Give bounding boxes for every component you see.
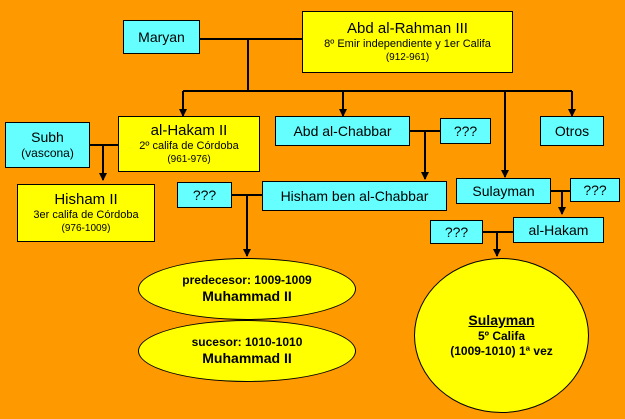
ellipse-line2: Muhammad II xyxy=(202,349,292,366)
node-al-hakam-label: al-Hakam xyxy=(528,221,589,238)
node-al-hakam-ii: al-Hakam II 2º califa de Córdoba (961-97… xyxy=(118,116,260,172)
node-hisham-ii: Hisham II 3er califa de Córdoba (976-100… xyxy=(17,184,155,242)
node-maryan: Maryan xyxy=(123,20,200,54)
node-name: Abd al-Rahman III xyxy=(347,20,468,38)
node-name: Subh xyxy=(31,129,64,146)
node-abd-al-chabbar-label: Abd al-Chabbar xyxy=(293,122,392,139)
node-unknown-2: ??? xyxy=(177,182,232,208)
ellipse-successor: sucesor: 1010-1010 Muhammad II xyxy=(138,320,356,382)
node-unknown-4: ??? xyxy=(430,220,483,244)
node-hisham-ben-al-chabbar-label: Hisham ben al-Chabbar xyxy=(280,187,429,204)
node-unknown-3: ??? xyxy=(570,178,620,202)
node-subh: Subh (vascona) xyxy=(5,122,90,168)
ellipse-dates: (1009-1010) 1ª vez xyxy=(450,344,553,359)
ellipse-line1: sucesor: 1010-1010 xyxy=(191,334,303,349)
node-unknown-4-label: ??? xyxy=(444,223,469,240)
ellipse-predecessor: predecesor: 1009-1009 Muhammad II xyxy=(138,258,356,320)
ellipse-sulayman-main: Sulayman 5º Califa (1009-1010) 1ª vez xyxy=(414,258,589,413)
node-abd-al-rahman-iii: Abd al-Rahman III 8º Emir independiente … xyxy=(302,11,513,73)
node-unknown-2-label: ??? xyxy=(192,186,217,203)
ellipse-line2: Muhammad II xyxy=(202,287,292,304)
node-name: al-Hakam II xyxy=(150,122,228,140)
node-unknown-3-label: ??? xyxy=(583,181,607,198)
node-unknown-1-label: ??? xyxy=(453,122,478,139)
node-title: 3er califa de Córdoba xyxy=(33,209,139,222)
node-sulayman-parent-label: Sulayman xyxy=(472,182,535,199)
node-unknown-1: ??? xyxy=(440,118,491,144)
ellipse-title: 5º Califa xyxy=(477,329,526,344)
node-abd-al-chabbar: Abd al-Chabbar xyxy=(275,116,410,146)
node-name: Hisham II xyxy=(54,191,118,209)
node-origin: (vascona) xyxy=(21,146,74,161)
ellipse-line1: predecesor: 1009-1009 xyxy=(182,272,312,287)
node-maryan-label: Maryan xyxy=(138,28,185,45)
node-dates: (912-961) xyxy=(385,51,430,63)
node-otros: Otros xyxy=(540,116,604,146)
node-sulayman-parent: Sulayman xyxy=(456,178,551,204)
node-otros-label: Otros xyxy=(554,122,590,139)
node-al-hakam: al-Hakam xyxy=(513,217,604,243)
node-dates: (976-1009) xyxy=(61,222,111,234)
node-title: 2º califa de Córdoba xyxy=(139,140,239,153)
node-dates: (961-976) xyxy=(167,153,211,165)
node-hisham-ben-al-chabbar: Hisham ben al-Chabbar xyxy=(262,181,447,211)
node-title: 8º Emir independiente y 1er Califa xyxy=(324,38,491,51)
ellipse-name: Sulayman xyxy=(468,311,535,328)
